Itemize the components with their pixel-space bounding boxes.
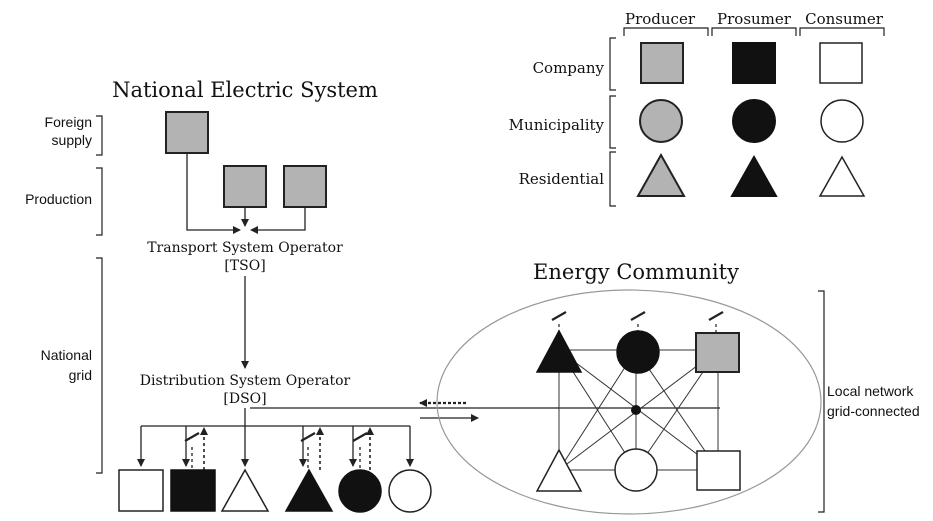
grid-prosumer-triangle-icon [284, 468, 334, 512]
national-system-title: National Electric System [112, 78, 378, 102]
national-grid-label-1: National [41, 347, 92, 363]
energy-community-boundary [436, 289, 822, 515]
company-producer-square-icon [640, 42, 684, 84]
legend-col-consumer: Consumer [805, 10, 884, 28]
residential-producer-triangle-icon [636, 152, 686, 197]
foreign-supply-label-1: Foreign [45, 114, 92, 130]
foreign-supply-label-2: supply [52, 132, 92, 148]
company-consumer-square-icon [819, 42, 863, 84]
residential-prosumer-triangle-icon [730, 154, 778, 197]
production-label: Production [25, 191, 92, 207]
solar-panel-icons-grid [184, 432, 368, 442]
community-prosumer-circle-icon [616, 330, 660, 374]
municipality-prosumer-circle-icon [732, 99, 776, 143]
legend-row-residential: Residential [519, 170, 605, 188]
energy-community-title: Energy Community [533, 260, 739, 284]
grid-prosumer-circle-icon [338, 469, 382, 513]
legend-row-brackets [609, 37, 616, 207]
supply-connectors [186, 153, 306, 234]
production-square-1-icon [223, 165, 267, 208]
grid-prosumer-square-icon [170, 469, 216, 512]
municipality-producer-circle-icon [639, 99, 683, 143]
tso-abbr: [TSO] [224, 258, 265, 274]
legend-row-municipality: Municipality [509, 116, 605, 134]
local-network-bracket [818, 290, 825, 513]
production-square-2-icon [283, 165, 327, 208]
national-grid-bracket [96, 257, 103, 474]
foreign-supply-bracket [96, 115, 103, 156]
grid-consumer-square-icon [118, 469, 164, 512]
legend-row-company: Company [533, 59, 605, 77]
community-consumer-square-icon [696, 450, 741, 491]
tso-name: Transport System Operator [147, 240, 343, 256]
foreign-supply-square-icon [165, 111, 209, 154]
community-producer-square-icon [695, 332, 740, 373]
legend-column-brackets [623, 27, 885, 36]
dso-name: Distribution System Operator [140, 373, 351, 389]
legend-col-producer: Producer [625, 10, 696, 28]
production-bracket [96, 167, 103, 236]
legend: Producer Prosumer Consumer Company Munic… [509, 10, 885, 207]
community-consumer-triangle-icon [535, 448, 583, 492]
grid-consumer-triangle-icon [220, 468, 270, 512]
legend-col-prosumer: Prosumer [717, 10, 792, 28]
distribution-bus [137, 408, 414, 470]
local-network-label-2: grid-connected [827, 403, 920, 419]
community-prosumer-triangle-icon [535, 329, 583, 373]
community-hub-node [631, 405, 641, 415]
company-prosumer-square-icon [732, 42, 776, 84]
dso-abbr: [DSO] [223, 391, 266, 407]
local-network-label-1: Local network [827, 383, 914, 399]
community-consumer-circle-icon [614, 448, 658, 492]
grid-consumer-circle-icon [388, 469, 432, 513]
national-grid-label-2: grid [69, 367, 92, 383]
municipality-consumer-circle-icon [820, 99, 864, 143]
residential-consumer-triangle-icon [818, 155, 866, 197]
